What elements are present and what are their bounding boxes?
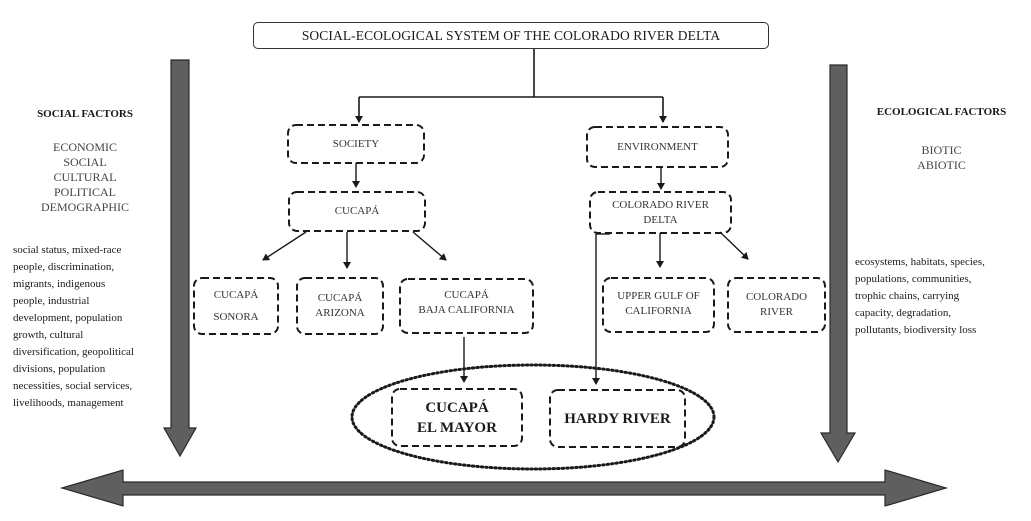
upper-gulf-node: UPPER GULF OF CALIFORNIA: [603, 278, 714, 330]
ecological-description-line: trophic chains, carrying: [855, 290, 960, 302]
horizontal-double-arrow: [59, 469, 949, 507]
delta-label-1: COLORADO RIVER: [612, 198, 709, 211]
social-description-line: necessities, social services,: [13, 380, 133, 392]
cucapa-el-mayor-label-1: CUCAPÁ: [425, 399, 489, 416]
cucapa-sonora-node: CUCAPÁ SONORA: [194, 278, 278, 334]
cucapa-baja-label-1: CUCAPÁ: [444, 289, 489, 301]
cucapa-arizona-label-1: CUCAPÁ: [317, 292, 363, 304]
hardy-river-box: [549, 389, 686, 448]
hardy-river-label: HARDY RIVER: [564, 410, 671, 427]
environment-node: ENVIRONMENT: [587, 127, 728, 167]
cucapa-arizona-box: [296, 277, 384, 335]
ecological-category: ABIOTIC: [917, 158, 966, 172]
colorado-river-box: [727, 277, 826, 333]
social-description-line: diversification, geopolitical: [13, 346, 134, 358]
colorado-river-label-1: COLORADO: [745, 291, 808, 303]
society-label: SOCIETY: [332, 137, 380, 150]
upper-gulf-label-2: CALIFORNIA: [625, 305, 692, 317]
title-connector: [355, 49, 667, 123]
social-vertical-arrow: [162, 59, 198, 458]
cucapa-arizona-label-2: ARIZONA: [315, 307, 365, 319]
environment-label: ENVIRONMENT: [617, 140, 698, 153]
cucapa-baja-node: CUCAPÁ BAJA CALIFORNIA: [400, 279, 533, 327]
society-connectors: [262, 163, 468, 383]
social-description-line: people, industrial: [13, 295, 90, 307]
diagram-title: SOCIAL-ECOLOGICAL SYSTEM OF THE COLORADO…: [253, 22, 769, 49]
social-description-line: growth, cultural: [13, 329, 84, 341]
social-description-line: divisions, population: [13, 363, 106, 375]
social-description-line: development, population: [13, 312, 123, 324]
society-box: [287, 124, 425, 164]
ecological-description-line: pollutants, biodiversity loss: [855, 324, 977, 336]
cucapa-sonora-box: [193, 277, 279, 335]
cucapa-baja-label-2: BAJA CALIFORNIA: [418, 304, 515, 316]
ecological-factors-heading: ECOLOGICAL FACTORS: [876, 106, 1007, 118]
social-description-line: migrants, indigenous: [13, 278, 106, 290]
cucapa-arizona-node: CUCAPÁ ARIZONA: [297, 278, 383, 334]
cucapa-label: CUCAPÁ: [334, 205, 380, 217]
social-category: ECONOMIC: [52, 140, 117, 154]
social-factors-heading: SOCIAL FACTORS: [37, 108, 133, 120]
cucapa-el-mayor-node: CUCAPÁ EL MAYOR: [392, 389, 522, 446]
upper-gulf-box: [602, 277, 715, 333]
social-description-line: livelihoods, management: [13, 397, 124, 409]
colorado-river-label-2: RIVER: [760, 306, 793, 318]
cucapa-sonora-label-2: SONORA: [213, 311, 259, 323]
focus-area-ellipse: [350, 363, 716, 471]
ecological-description-line: capacity, degradation,: [855, 307, 952, 319]
ecological-vertical-arrow: [819, 64, 857, 464]
delta-label-2: DELTA: [643, 213, 678, 226]
hardy-river-node: HARDY RIVER: [550, 390, 685, 447]
social-description-line: social status, mixed-race: [13, 244, 122, 256]
ecological-description-line: ecosystems, habitats, species,: [855, 256, 985, 268]
social-categories: ECONOMIC SOCIAL CULTURAL POLITICAL DEMOG…: [0, 140, 170, 215]
environment-box: [586, 126, 729, 168]
delta-box: [589, 191, 732, 234]
upper-gulf-label-1: UPPER GULF OF: [617, 290, 700, 302]
social-description: social status, mixed-race people, discri…: [13, 242, 173, 412]
society-node: SOCIETY: [288, 125, 424, 163]
cucapa-box: [288, 191, 426, 232]
social-category: POLITICAL: [54, 185, 116, 199]
delta-node: COLORADO RIVER DELTA: [590, 192, 731, 233]
social-category: CULTURAL: [53, 170, 117, 184]
cucapa-sonora-label-1: CUCAPÁ: [213, 289, 259, 301]
colorado-river-node: COLORADO RIVER: [728, 278, 825, 332]
ecological-categories: BIOTIC ABIOTIC: [852, 143, 1031, 173]
cucapa-baja-box: [399, 278, 534, 334]
cucapa-el-mayor-box: [391, 388, 523, 447]
ecological-category: BIOTIC: [921, 143, 962, 157]
cucapa-el-mayor-label-2: EL MAYOR: [417, 419, 497, 436]
cucapa-node: CUCAPÁ: [289, 192, 425, 231]
social-category: SOCIAL: [63, 155, 107, 169]
ecological-description-line: populations, communities,: [855, 273, 972, 285]
social-description-line: people, discrimination,: [13, 261, 115, 273]
social-category: DEMOGRAPHIC: [40, 200, 129, 214]
ecological-description: ecosystems, habitats, species, populatio…: [855, 254, 1031, 339]
